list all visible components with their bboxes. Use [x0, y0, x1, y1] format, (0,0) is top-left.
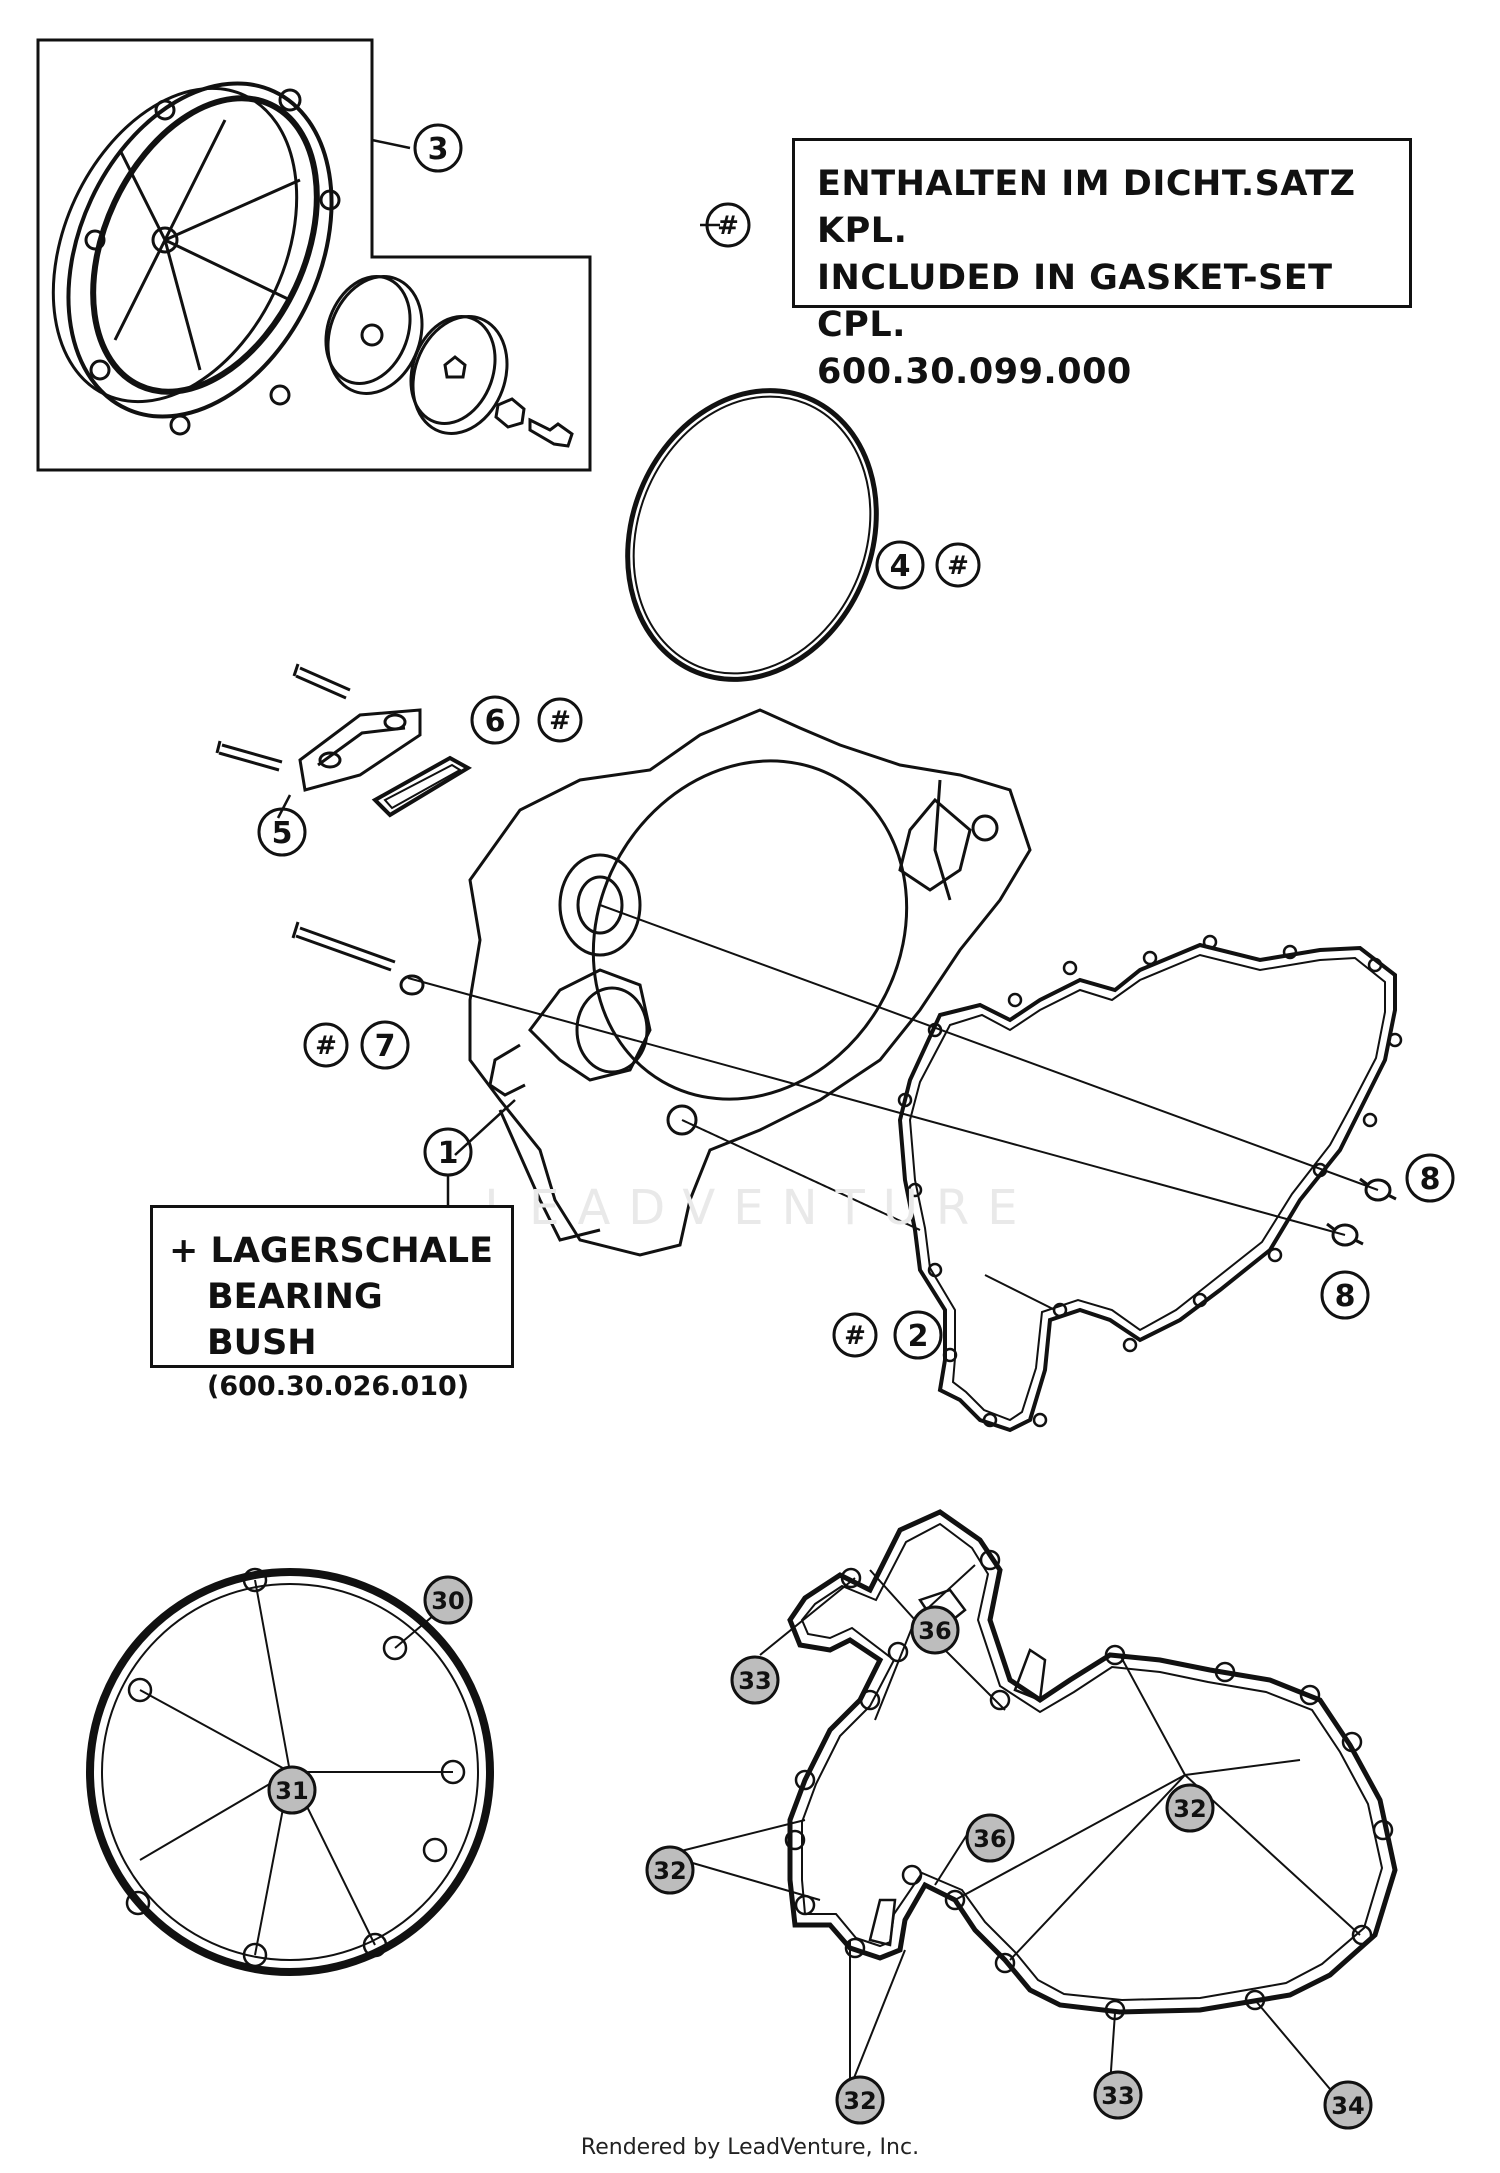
washer-set-drawing: [324, 275, 574, 448]
bearing-note-line-2: BEARING BUSH: [207, 1277, 383, 1363]
large-gasket-bolt-holes: [784, 1549, 1394, 2021]
callout-8-lower: 8: [1335, 1279, 1356, 1314]
callout-4: 4: [890, 549, 911, 584]
callout-1: 1: [438, 1136, 459, 1171]
callout-5: 5: [272, 816, 293, 851]
gasket-note-line-1: ENTHALTEN IM DICHT.SATZ KPL.: [817, 164, 1356, 251]
marker-36-upper: 36: [918, 1617, 951, 1645]
bolt-7-drawing: [291, 921, 425, 996]
large-gasket-leaders: [664, 1564, 1361, 2096]
bearing-bush-note: + LAGERSCHALE BEARING BUSH (600.30.026.0…: [150, 1205, 514, 1402]
gasket-set-note: ENTHALTEN IM DICHT.SATZ KPL. INCLUDED IN…: [792, 138, 1412, 392]
cover-plate-drawing: [215, 663, 472, 818]
callout-numbers: 3 4 5 6 7 1 8 8 2: [272, 132, 1441, 1354]
callout-8-upper: 8: [1420, 1162, 1441, 1197]
filled-markers: [267, 1575, 1373, 2130]
marker-31: 31: [275, 1777, 308, 1805]
hash-marker-legend: #: [717, 211, 739, 241]
bearing-note-line-1: + LAGERSCHALE: [169, 1231, 493, 1271]
bushing-drawing: [1326, 1177, 1397, 1247]
callout-leaders: [276, 138, 720, 1205]
marker-32-right: 32: [1173, 1795, 1206, 1823]
callout-2: 2: [908, 1319, 929, 1354]
credit-line: Rendered by LeadVenture, Inc.: [580, 2135, 920, 2160]
callout-3: 3: [428, 132, 449, 167]
callout-7: 7: [375, 1029, 396, 1064]
bearing-note-line-3: (600.30.026.010): [207, 1371, 470, 1402]
marker-30: 30: [431, 1587, 464, 1615]
marker-36-lower: 36: [973, 1825, 1006, 1853]
filled-marker-numbers: 30 31 33 36 36 32 32 32 33 34: [275, 1587, 1364, 2120]
marker-34: 34: [1331, 2092, 1364, 2120]
clutch-cover-drawing: [51, 81, 341, 436]
hash-circles: [303, 202, 981, 1358]
marker-33-upper: 33: [738, 1667, 771, 1695]
gasket-note-line-3: 600.30.099.000: [817, 352, 1132, 392]
inset-frame: [36, 38, 592, 472]
o-ring-drawing: [625, 388, 879, 682]
hash-symbols: # # # # #: [315, 211, 969, 1351]
marker-33-bottom: 33: [1101, 2082, 1134, 2110]
hash-marker-6: #: [549, 706, 571, 736]
marker-32-left: 32: [653, 1857, 686, 1885]
hash-marker-2: #: [844, 1321, 866, 1351]
marker-32-bottom: 32: [843, 2087, 876, 2115]
callout-circles: [257, 123, 1455, 1360]
watermark: LEADVENTURE: [484, 1180, 1036, 1236]
hash-marker-7: #: [315, 1031, 337, 1061]
leader-lines: [407, 904, 1379, 1311]
small-cover-gasket-drawing: [86, 1567, 494, 1976]
large-gasket-drawing: [787, 1509, 1398, 2015]
gasket-note-line-2: INCLUDED IN GASKET-SET CPL.: [817, 258, 1333, 345]
clutch-cover-main-drawing: [468, 708, 1032, 1257]
callout-6: 6: [485, 704, 506, 739]
plate-gasket-drawing: [371, 755, 472, 818]
hash-marker-4: #: [947, 551, 969, 581]
